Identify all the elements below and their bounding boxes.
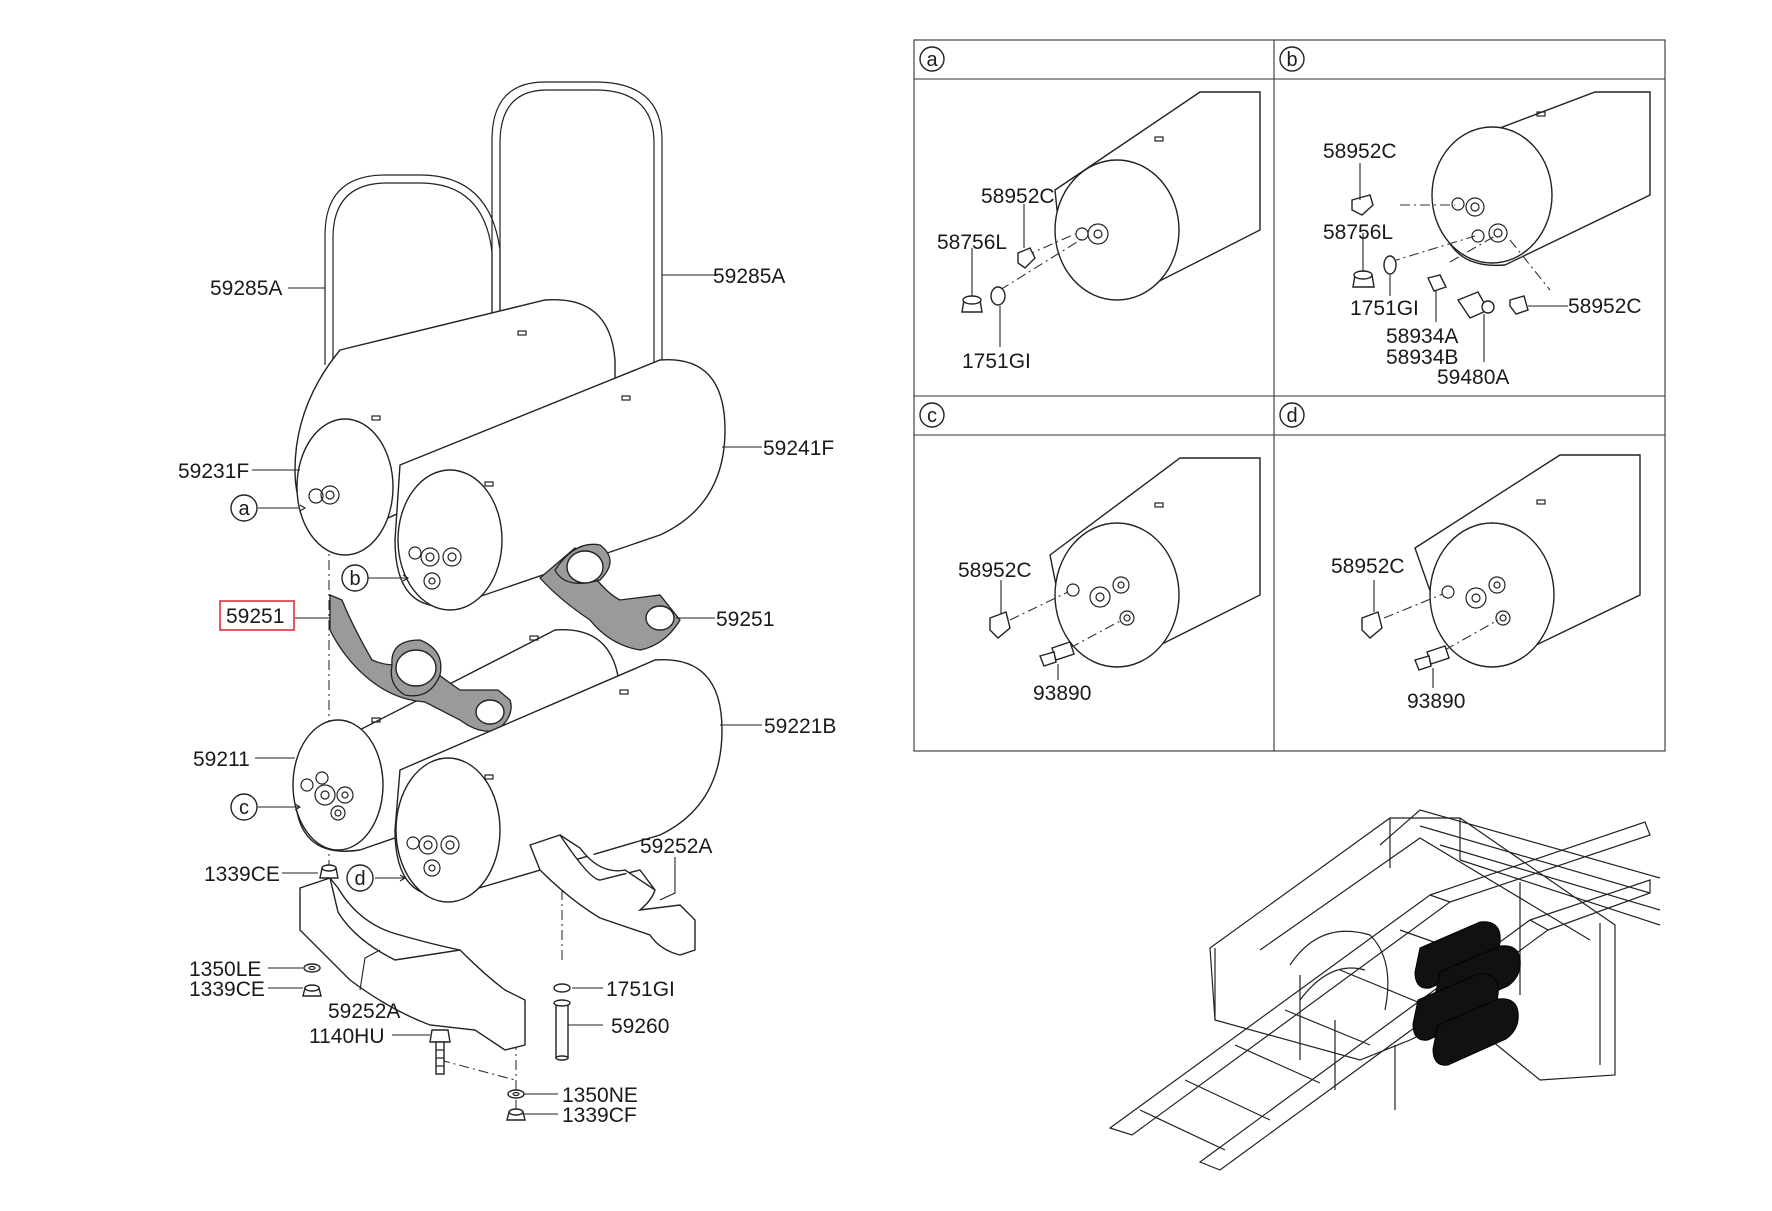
label-59221B: 59221B bbox=[764, 715, 836, 738]
label-59285A-left: 59285A bbox=[210, 277, 282, 300]
svg-text:b: b bbox=[349, 568, 360, 590]
washer-1350LE[interactable] bbox=[303, 963, 321, 973]
plug-58756L-b[interactable] bbox=[1352, 270, 1375, 288]
detail-b-label-58952C-right: 58952C bbox=[1568, 295, 1642, 318]
detail-d-label-58952C: 58952C bbox=[1331, 555, 1405, 578]
detail-b-label-59480A: 59480A bbox=[1437, 366, 1509, 389]
detail-b-label-58756L: 58756L bbox=[1323, 221, 1393, 244]
label-59231F: 59231F bbox=[178, 460, 249, 483]
detail-c-label-93890: 93890 bbox=[1033, 682, 1091, 705]
bolt-1140HU[interactable] bbox=[429, 1029, 451, 1075]
svg-text:d: d bbox=[354, 868, 365, 890]
label-1350NE: 1350NE bbox=[562, 1084, 638, 1107]
label-1751GI: 1751GI bbox=[606, 978, 675, 1001]
label-59252A-front: 59252A bbox=[328, 1000, 400, 1023]
detail-marker-a[interactable]: a bbox=[230, 494, 258, 522]
label-1350LE: 1350LE bbox=[189, 958, 261, 981]
detail-a-label-58952C: 58952C bbox=[981, 185, 1055, 208]
detail-b-label-58934B: 58934B bbox=[1386, 346, 1458, 369]
detail-c-label-58952C: 58952C bbox=[958, 559, 1032, 582]
label-1140HU: 1140HU bbox=[309, 1025, 385, 1048]
lower-bracket-59252A-front[interactable] bbox=[299, 877, 526, 1051]
nut-1339CE-bottom[interactable] bbox=[302, 984, 322, 997]
air-tank-59241F[interactable] bbox=[394, 359, 726, 611]
elbow-fitting-58952C-b1[interactable] bbox=[1351, 194, 1374, 216]
detail-grid bbox=[913, 39, 1666, 752]
detail-marker-c[interactable]: c bbox=[230, 793, 258, 821]
label-59241F: 59241F bbox=[763, 437, 834, 460]
label-59285A-right: 59285A bbox=[713, 265, 785, 288]
elbow-fitting-58952C-c[interactable] bbox=[989, 611, 1011, 639]
sensor-93890-c[interactable] bbox=[1039, 641, 1075, 667]
svg-text:c: c bbox=[239, 797, 249, 819]
plug-58756L[interactable] bbox=[961, 295, 983, 313]
detail-d-tag: d bbox=[1286, 405, 1297, 427]
detail-marker-b[interactable]: b bbox=[341, 564, 369, 592]
detail-b-label-58952C-top: 58952C bbox=[1323, 140, 1397, 163]
detail-a-label-1751GI: 1751GI bbox=[962, 350, 1031, 373]
detail-a-label-58756L: 58756L bbox=[937, 231, 1007, 254]
o-ring-1751GI-a[interactable] bbox=[990, 286, 1006, 306]
label-59260: 59260 bbox=[611, 1015, 669, 1038]
nut-1339CF[interactable] bbox=[506, 1108, 526, 1121]
selected-part-highlight[interactable] bbox=[219, 600, 295, 631]
fitting-58934A[interactable] bbox=[1427, 274, 1447, 292]
tank-location-highlight bbox=[1412, 921, 1521, 1066]
tank-bracket-59251-selected[interactable] bbox=[329, 594, 512, 732]
label-59251-selected: 59251 bbox=[226, 605, 284, 628]
chassis-location-view bbox=[1108, 809, 1661, 1171]
detail-d-label-93890: 93890 bbox=[1407, 690, 1465, 713]
label-59211: 59211 bbox=[193, 748, 250, 771]
detail-panel-a: a 58952C 58756L 1751GI bbox=[919, 46, 1261, 373]
air-tank-59221B[interactable] bbox=[394, 659, 723, 903]
detail-panel-b: b bbox=[1279, 46, 1651, 389]
detail-panel-d: d 58952C 93890 bbox=[1279, 402, 1641, 713]
detail-marker-d[interactable]: d bbox=[346, 864, 374, 892]
detail-a-tag: a bbox=[926, 49, 938, 71]
label-59251: 59251 bbox=[716, 608, 774, 631]
label-59252A-rear: 59252A bbox=[640, 835, 712, 858]
detail-b-label-58934A: 58934A bbox=[1386, 325, 1458, 348]
drain-pipe-59260[interactable] bbox=[553, 999, 571, 1061]
tank-bracket-59251-rear[interactable] bbox=[539, 543, 681, 651]
leader-lines bbox=[252, 274, 762, 1115]
valve-59480A[interactable] bbox=[1456, 291, 1495, 319]
detail-panel-c: c 58952C 93890 bbox=[919, 402, 1261, 705]
alignment-line-bolt bbox=[439, 1059, 516, 1081]
detail-b-tag: b bbox=[1286, 49, 1297, 71]
sensor-93890-d[interactable] bbox=[1414, 645, 1450, 671]
air-tank-59231F[interactable] bbox=[294, 298, 616, 556]
elbow-fitting-58952C-b2[interactable] bbox=[1509, 295, 1529, 315]
washer-1350NE[interactable] bbox=[507, 1089, 525, 1099]
o-ring-1751GI[interactable] bbox=[553, 983, 571, 993]
u-bolt-strap-left[interactable] bbox=[324, 174, 501, 470]
svg-text:a: a bbox=[238, 498, 250, 520]
elbow-fitting-58952C[interactable] bbox=[1017, 247, 1036, 269]
label-1339CE-top: 1339CE bbox=[204, 863, 280, 886]
o-ring-1751GI-b[interactable] bbox=[1383, 255, 1397, 275]
main-exploded-view: 59285A 59285A 59231F 59241F 59251 59251 … bbox=[178, 81, 836, 1127]
elbow-fitting-58952C-d[interactable] bbox=[1361, 611, 1383, 639]
nut-1339CE-top[interactable] bbox=[319, 864, 339, 879]
label-1339CF: 1339CF bbox=[562, 1104, 637, 1127]
air-tank-59211[interactable] bbox=[292, 629, 621, 852]
u-bolt-strap-right[interactable] bbox=[491, 81, 663, 470]
label-1339CE-bottom: 1339CE bbox=[189, 978, 265, 1001]
detail-c-tag: c bbox=[927, 405, 937, 427]
lower-bracket-59252A-rear[interactable] bbox=[529, 834, 696, 956]
detail-b-label-1751GI: 1751GI bbox=[1350, 297, 1419, 320]
